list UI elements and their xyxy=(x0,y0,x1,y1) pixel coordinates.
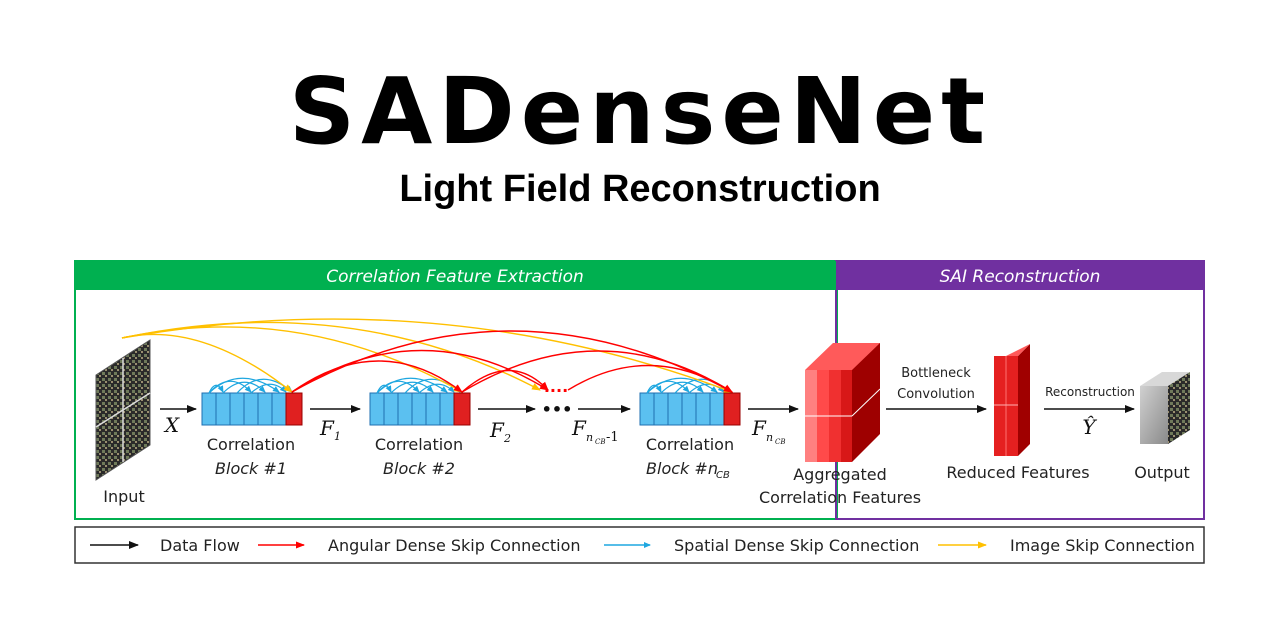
correlation-block-2 xyxy=(369,377,471,426)
fncb-label: F xyxy=(751,416,767,440)
reduced-features-block xyxy=(994,344,1030,456)
legend-spatial: Spatial Dense Skip Connection xyxy=(674,536,919,555)
section-label-feature-extraction: Correlation Feature Extraction xyxy=(326,267,584,287)
section-label-reconstruction: SAI Reconstruction xyxy=(940,267,1101,287)
correlation-block-n xyxy=(639,377,741,426)
fncb1-label: F xyxy=(571,416,587,440)
output-label: Output xyxy=(1134,463,1190,482)
legend-image: Image Skip Connection xyxy=(1010,536,1195,555)
output-cube xyxy=(1140,372,1190,444)
aggregated-label-line2: Correlation Features xyxy=(759,488,921,507)
block1-label-line2: Block #1 xyxy=(215,459,287,478)
page-subtitle: Light Field Reconstruction xyxy=(399,168,881,210)
fncb1-sub: n xyxy=(586,431,593,444)
blockn-sub: CB xyxy=(716,470,730,481)
reconstruction-label: Reconstruction xyxy=(1045,385,1135,399)
bottleneck-label-line2: Convolution xyxy=(897,387,975,402)
angular-skip-connections xyxy=(291,330,733,393)
image-skip-connections xyxy=(121,318,733,393)
aggregated-features-cube xyxy=(805,343,881,462)
block2-label-line2: Block #2 xyxy=(383,459,455,478)
fncb-sub: n xyxy=(766,431,773,444)
ellipsis: ••• xyxy=(542,400,573,419)
fncb1-subsub: CB xyxy=(595,438,606,446)
purple-header-bar xyxy=(836,261,1204,290)
block2-label-line1: Correlation xyxy=(375,435,463,454)
legend-data-flow: Data Flow xyxy=(160,536,240,555)
page-title: SADenseNet xyxy=(288,58,992,165)
x-label: X xyxy=(163,413,180,437)
y-hat-label: Ŷ xyxy=(1082,415,1097,439)
f1-label: F xyxy=(319,416,335,440)
blockn-label-line2: Block #n xyxy=(646,459,718,478)
green-header-bar xyxy=(75,261,836,290)
fncb1-suffix: -1 xyxy=(606,430,619,445)
correlation-block-1 xyxy=(201,377,303,426)
bottleneck-label-line1: Bottleneck xyxy=(901,366,971,381)
legend: Data Flow Angular Dense Skip Connection … xyxy=(74,526,1205,564)
aggregated-label-line1: Aggregated xyxy=(793,465,887,484)
f2-sub: 2 xyxy=(503,432,511,445)
red-ellipsis: .... xyxy=(544,377,568,396)
f1-sub: 1 xyxy=(334,430,341,443)
input-image xyxy=(95,339,151,481)
blockn-label-line1: Correlation xyxy=(646,435,734,454)
legend-angular: Angular Dense Skip Connection xyxy=(328,536,581,555)
f2-label: F xyxy=(489,418,505,442)
reduced-label: Reduced Features xyxy=(946,463,1089,482)
fncb-subsub: CB xyxy=(775,438,786,446)
block1-label-line1: Correlation xyxy=(207,435,295,454)
input-label: Input xyxy=(103,487,144,506)
